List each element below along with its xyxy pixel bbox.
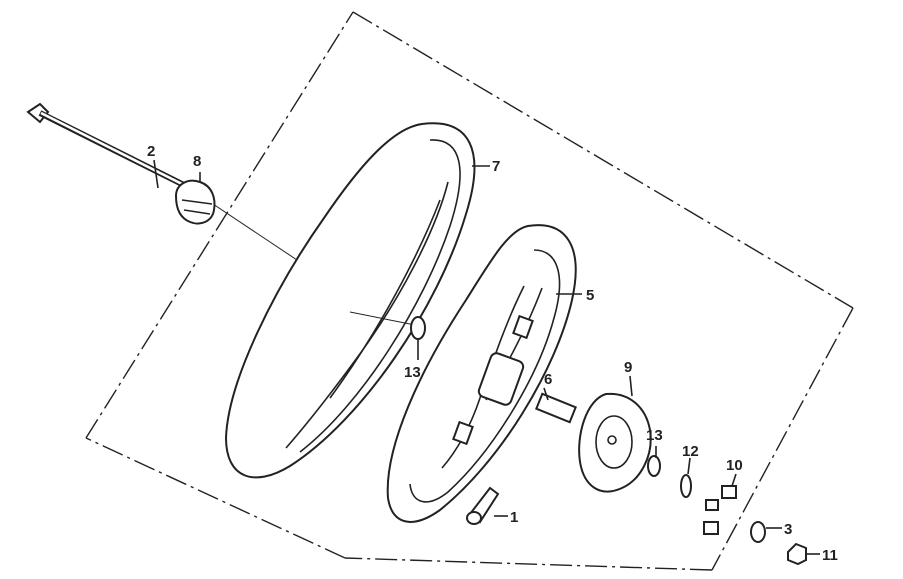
callout-8: 8 bbox=[193, 153, 201, 170]
bearing-left bbox=[410, 316, 426, 340]
callout-10: 10 bbox=[726, 457, 743, 474]
bearing-right bbox=[647, 455, 661, 477]
callout-5: 5 bbox=[586, 287, 594, 304]
assembly-boundary bbox=[85, 11, 854, 571]
axle-shaft bbox=[26, 102, 301, 263]
leader-lines bbox=[153, 159, 820, 555]
axle-collar bbox=[174, 179, 216, 225]
brake-disc bbox=[578, 392, 652, 493]
callout-6: 6 bbox=[544, 371, 552, 388]
oil-seal bbox=[680, 474, 692, 498]
callout-13-left: 13 bbox=[404, 364, 421, 381]
callout-9: 9 bbox=[624, 359, 632, 376]
disc-bolts bbox=[703, 485, 737, 535]
spacer-tube bbox=[535, 392, 577, 424]
callout-13-right: 13 bbox=[646, 427, 663, 444]
axle-nut bbox=[787, 542, 807, 566]
callout-7: 7 bbox=[492, 158, 500, 175]
tire-valve bbox=[466, 486, 500, 525]
callout-labels: 2 8 7 5 6 9 13 13 12 10 3 11 1 bbox=[147, 143, 838, 564]
callout-2: 2 bbox=[147, 143, 155, 160]
wheel-rim bbox=[349, 224, 577, 523]
callout-11: 11 bbox=[822, 547, 838, 564]
tire bbox=[224, 122, 476, 479]
callout-1: 1 bbox=[510, 509, 518, 526]
callout-3: 3 bbox=[784, 521, 792, 538]
callout-12: 12 bbox=[682, 443, 699, 460]
axle-collar-right bbox=[750, 521, 766, 543]
